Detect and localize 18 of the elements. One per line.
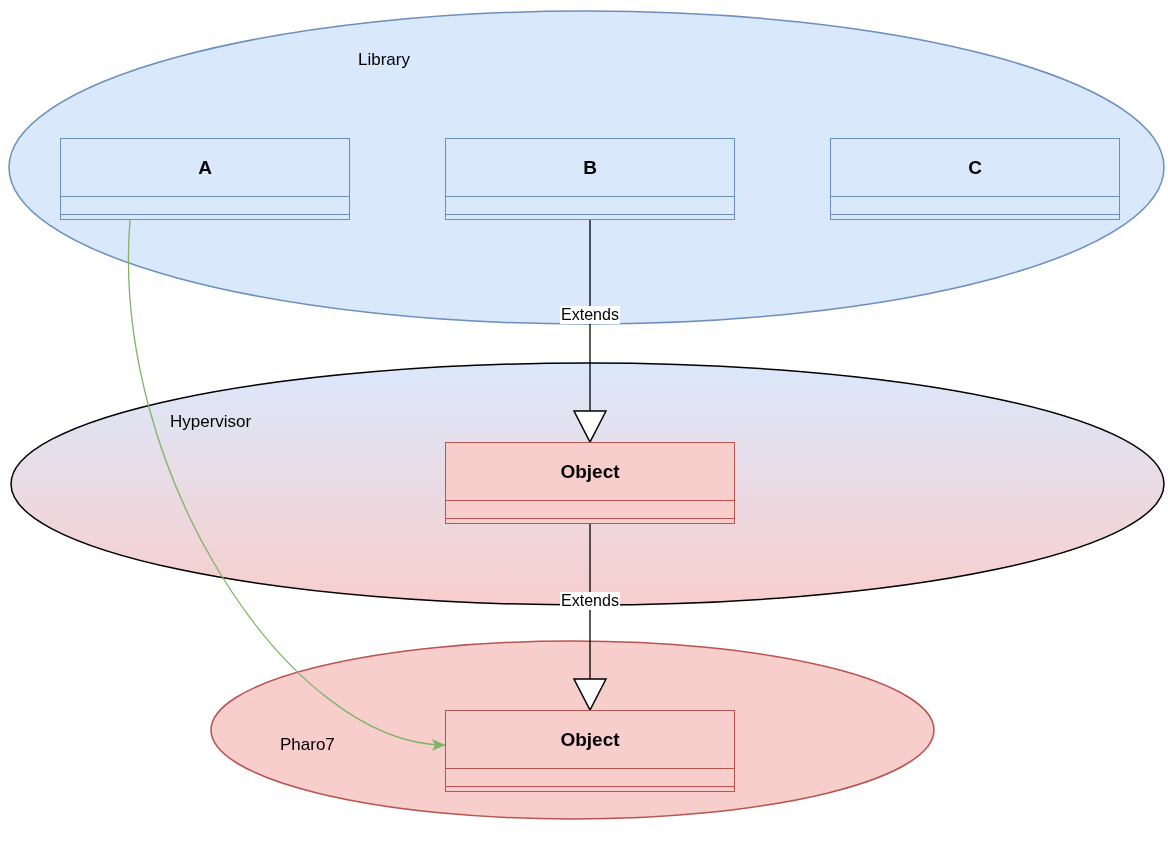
class-name: B (583, 156, 597, 179)
edge-label: Extends (560, 306, 620, 324)
class-name: A (198, 156, 212, 179)
class-box (445, 442, 735, 524)
edge-label: Extends (560, 592, 620, 610)
package-label: Pharo7 (280, 735, 335, 755)
class-box (445, 710, 735, 792)
inheritance-arrow (573, 219, 607, 443)
class-box (60, 138, 350, 220)
class-name: C (968, 156, 982, 179)
package-label: Hypervisor (170, 412, 252, 432)
class-box (830, 138, 1120, 220)
class-name: Object (560, 460, 620, 483)
class-box (445, 138, 735, 220)
dependency-arrow (128, 219, 446, 750)
class-name: Object (560, 728, 620, 751)
package-label: Library (358, 50, 410, 70)
inheritance-arrow (573, 523, 607, 711)
